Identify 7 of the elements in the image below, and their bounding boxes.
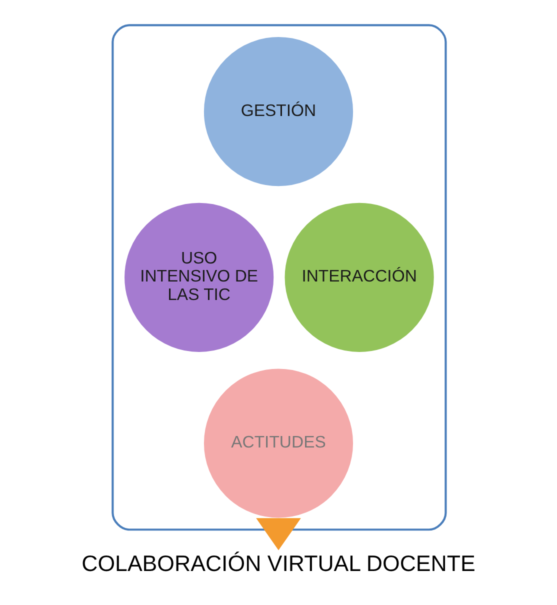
- node-circle: GESTIÓN: [202, 36, 354, 188]
- node-circle: INTERACCIÓN: [283, 201, 436, 354]
- cluster: [112, 24, 447, 531]
- arrow: [256, 518, 301, 550]
- node-circle: ACTITUDES: [202, 367, 354, 520]
- node-text: COLABORACIÓN VIRTUAL DOCENTE: [82, 551, 476, 576]
- node-circle: USO INTENSIVO DE LAS TIC: [123, 201, 276, 354]
